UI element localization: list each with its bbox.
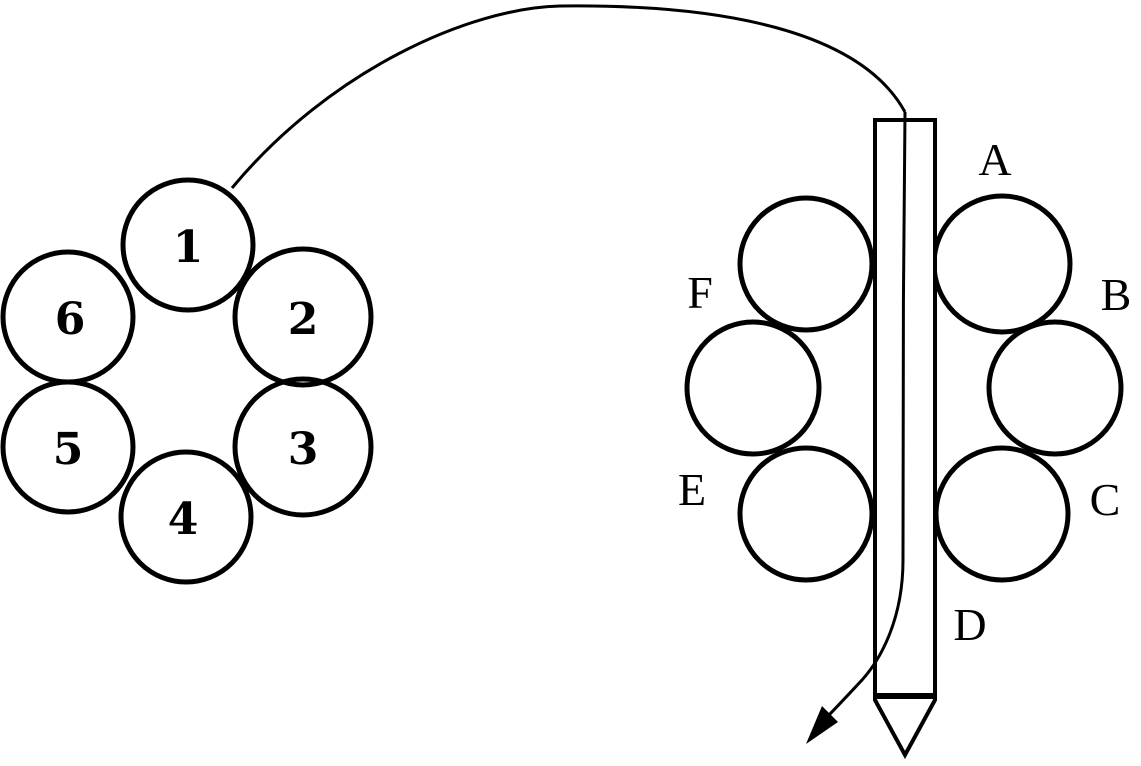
thread-line	[230, 4, 907, 189]
bead-f	[737, 195, 875, 333]
right-bead-cluster: A B C D E F	[678, 134, 1131, 650]
bead-label-2: 2	[288, 294, 319, 345]
bead-b	[986, 319, 1124, 457]
bead-label-c: C	[1090, 474, 1121, 525]
bead-label-5: 5	[53, 424, 84, 475]
bead-label-b: B	[1101, 269, 1132, 320]
bead-e	[737, 445, 875, 583]
bead-label-a: A	[978, 134, 1011, 185]
bead-d	[684, 319, 822, 457]
bead-4	[118, 449, 254, 585]
bead-2	[232, 246, 374, 388]
bead-label-d: D	[953, 599, 986, 650]
needle-body	[873, 118, 937, 760]
bead-c	[933, 445, 1071, 583]
bead-label-3: 3	[288, 424, 319, 475]
bead-label-1: 1	[173, 222, 204, 273]
thread-arrowhead-icon	[806, 706, 838, 744]
bead-a	[931, 193, 1073, 335]
bead-label-4: 4	[168, 494, 199, 545]
bead-label-6: 6	[55, 294, 86, 345]
needle	[806, 111, 937, 760]
bead-label-e: E	[678, 464, 706, 515]
thread-in-needle	[824, 111, 907, 720]
left-bead-cluster: 1 2 3 4 5 6	[0, 177, 374, 585]
bead-1	[120, 177, 256, 313]
bead-3	[232, 376, 374, 518]
bead-6	[0, 249, 136, 385]
bead-label-f: F	[687, 267, 713, 318]
